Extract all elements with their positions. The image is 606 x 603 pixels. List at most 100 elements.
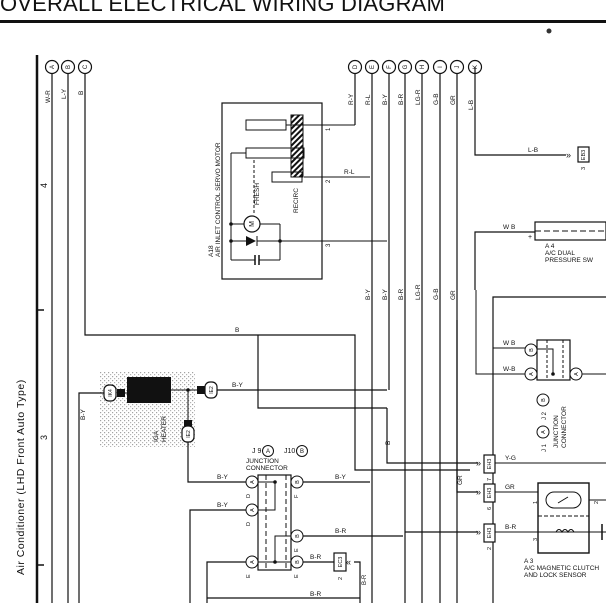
svg-text:B-Y: B-Y [217,502,229,509]
servo-fresh-label: FRESH [254,183,261,205]
connector-d[interactable]: DR-Y [347,59,363,126]
diode-icon [246,236,256,246]
svg-text:IE2: IE2 [209,386,215,394]
wire-label: B-Y [382,94,389,106]
svg-text:2: 2 [338,577,344,580]
svg-text:D: D [353,64,359,69]
pressure-switch-a4[interactable]: W B + A 4 A/C DUAL PRESSURE SW [474,221,606,290]
svg-text:1: 1 [533,501,539,504]
connector-g[interactable]: G B-R [397,59,413,603]
svg-text:G: G [403,64,409,69]
svg-text:B-Y: B-Y [232,382,244,389]
svg-text:2: 2 [326,179,332,183]
servo-motor-a18[interactable]: M FRESH RECIRC A18 AIR INLET CONTROL SER… [208,102,387,280]
connector-c[interactable]: C B [77,59,470,471]
wire-label-l-y: L-Y [61,88,68,99]
svg-text:1: 1 [326,127,332,131]
svg-text:J: J [455,66,461,69]
svg-text:B: B [66,65,72,69]
svg-text:A: A [529,372,535,376]
svg-text:IGA: IGA [153,430,160,442]
connector-i[interactable]: IG-B [432,59,448,603]
connector-ec3[interactable]: EC3 2 « B-R B-R [207,552,368,603]
svg-text:B: B [295,534,301,538]
page-title: OVERALL ELECTRICAL WIRING DIAGRAM [0,0,446,16]
svg-text:A: A [250,508,256,512]
svg-text:HEATER: HEATER [161,416,168,442]
connector-f[interactable]: F B-Y [381,59,397,391]
svg-text:B: B [295,560,301,564]
svg-text:D: D [246,494,252,498]
svg-text:PRESSURE SW: PRESSURE SW [545,257,594,264]
svg-text:W B: W B [503,340,515,347]
svg-text:CONNECTOR: CONNECTOR [246,465,288,472]
section-number-3: 3 [39,435,49,440]
svg-text:JUNCTION: JUNCTION [553,415,560,448]
svg-text:3: 3 [533,538,539,541]
svg-text:GR: GR [457,475,464,485]
svg-text:EH3: EH3 [487,459,493,470]
svg-text:B-Y: B-Y [80,409,87,421]
svg-text:EH3: EH3 [487,488,493,499]
iga-heater-i24[interactable]: IK4 IE2 IE2 IGA HEATER B-Y B-Y [78,335,387,603]
top-connectors-left: A W-R B L-Y C B B B [44,59,470,603]
connector-b[interactable]: B L-Y [60,59,76,603]
svg-text:+: + [528,234,532,241]
svg-text:A: A [250,480,256,484]
connector-eb3[interactable]: L-B » EB3 3 [474,67,590,170]
svg-text:A: A [50,65,56,69]
svg-text:B-Y: B-Y [335,474,347,481]
svg-text:M: M [249,221,256,227]
connector-h[interactable]: HLG-R [414,59,430,603]
mid-wire-label: B-R [398,289,405,301]
svg-text:EB3: EB3 [581,150,587,160]
svg-text:A 4: A 4 [545,243,555,250]
svg-text:A: A [250,560,256,564]
junction-connector-j1-j2[interactable]: B A A W B W-B B J 2 A J 1 JUNCTION CONNE… [475,290,606,603]
junction-connector-j9-j10[interactable]: A A A B B B D D E F E E J 9 A J10 B JUNC… [187,442,403,603]
svg-text:2: 2 [594,501,600,504]
heater-element [127,377,171,403]
svg-text:B: B [541,398,547,402]
wire-label: GR [450,95,457,105]
svg-text:«: « [346,557,351,567]
svg-text:B: B [295,480,301,484]
coil-icon [555,529,575,533]
svg-text:»: » [566,150,571,160]
eh3-connectors[interactable]: Y-G GR GR B-R » EH3 7 » EH3 6 » EH3 2 [386,320,606,550]
svg-text:W B: W B [503,224,515,231]
svg-text:J 1: J 1 [542,443,548,452]
servo-id: A18 [208,245,215,257]
svg-text:7: 7 [487,478,493,481]
svg-text:Y-G: Y-G [505,455,516,462]
svg-text:EC3: EC3 [338,557,344,568]
title-rule [0,20,606,23]
side-caption: Air Conditioner (LHD Front Auto Type) [15,379,27,575]
svg-text:E: E [370,65,376,69]
wire-label-b-vert: B [385,441,392,445]
svg-text:IE2: IE2 [186,430,192,438]
svg-text:C: C [83,64,89,69]
mid-wire-label: B-Y [382,289,389,301]
svg-text:A/C DUAL: A/C DUAL [545,250,575,257]
svg-text:JUNCTION: JUNCTION [246,458,279,465]
svg-text:AND LOCK SENSOR: AND LOCK SENSOR [524,572,587,579]
svg-text:B: B [529,348,535,352]
svg-text:A/C MAGNETIC CLUTCH: A/C MAGNETIC CLUTCH [524,565,599,572]
svg-text:K: K [473,65,479,69]
svg-text:R-L: R-L [344,169,355,176]
scan-speck [546,28,552,34]
connector-a[interactable]: A W-R [44,59,60,603]
svg-text:6: 6 [487,507,493,510]
svg-text:F: F [387,65,393,69]
servo-name: AIR INLET CONTROL SERVO MOTOR [215,142,222,257]
svg-text:»: » [476,487,481,497]
svg-text:B-R: B-R [310,591,322,598]
connector-e[interactable]: ER-L [364,59,380,603]
svg-text:EH3: EH3 [487,528,493,539]
svg-text:B: B [300,449,304,455]
wire-label: LG-R [415,89,422,105]
svg-text:J 9: J 9 [252,448,261,455]
magnetic-clutch-a3[interactable]: 1 2 3 A 3 A/C MAGNETIC CLUTCH AND LOCK S… [524,482,606,579]
